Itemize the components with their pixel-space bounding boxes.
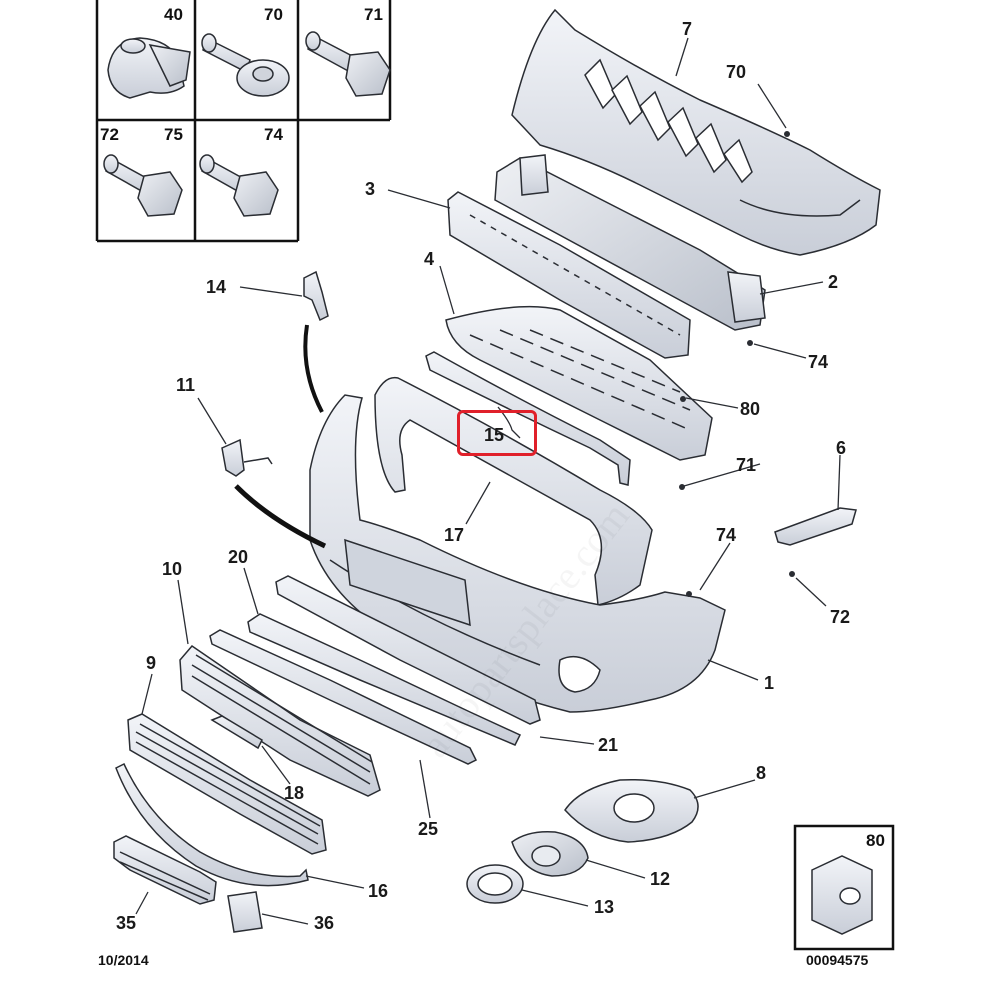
label-part-13: 13 (594, 897, 615, 917)
fastener-70 (201, 33, 290, 97)
label-part-6: 6 (836, 438, 847, 458)
part-2-bumper-beam (494, 154, 766, 331)
guide-curves (234, 324, 327, 549)
fastener-72-75 (103, 154, 183, 217)
label-part-7: 7 (682, 19, 693, 39)
label-part-72: 72 (830, 607, 851, 627)
part-9-grille-mesh (127, 713, 327, 855)
label-part-25: 25 (418, 819, 439, 839)
box-label-40: 40 (164, 5, 183, 24)
label-part-14: 14 (206, 277, 227, 297)
label-part-74-lower: 74 (716, 525, 737, 545)
label-part-8: 8 (756, 763, 767, 783)
label-part-1: 1 (764, 673, 775, 693)
footer-reference-number: 00094575 (806, 952, 869, 968)
part-21-strip (275, 575, 541, 725)
label-part-35: 35 (116, 913, 137, 933)
label-part-12: 12 (650, 869, 671, 889)
fastener-71 (305, 31, 391, 97)
part-15-trim-strip (425, 351, 631, 486)
label-part-21: 21 (598, 735, 619, 755)
part-36-plate (227, 891, 263, 933)
highlight-part-15 (457, 410, 537, 456)
part-1-bumper-cover (309, 394, 726, 713)
clip-80 (680, 396, 686, 402)
label-part-36: 36 (314, 913, 335, 933)
fastener-40 (107, 37, 191, 99)
screw-71-lower (679, 484, 685, 490)
label-part-9: 9 (146, 653, 157, 673)
part-12-fog-lamp (511, 830, 589, 877)
part-6-side-bracket (774, 507, 857, 546)
screw-74-right (747, 340, 753, 346)
box-label-71: 71 (364, 5, 383, 24)
footer-date: 10/2014 (98, 952, 149, 968)
part-11-bracket (221, 438, 273, 477)
screw-70 (784, 131, 790, 137)
label-part-2: 2 (828, 272, 839, 292)
label-part-3: 3 (365, 179, 376, 199)
label-part-10: 10 (162, 559, 183, 579)
part-25-strip (209, 629, 478, 765)
label-part-18: 18 (284, 783, 305, 803)
part-14-bracket (303, 270, 329, 322)
box-label-72: 72 (100, 125, 119, 144)
part-16-chrome-strip (115, 762, 309, 887)
leader-lines (135, 37, 841, 925)
box-label-74: 74 (264, 125, 283, 144)
part-13-ring (466, 864, 524, 904)
label-part-80: 80 (740, 399, 761, 419)
box-label-75: 75 (164, 125, 183, 144)
part-7-upper-grille-panel (511, 8, 881, 256)
label-part-71: 71 (736, 455, 757, 475)
label-part-15: 15 (484, 425, 505, 445)
part-4-undertray (445, 305, 713, 461)
part-18-trim (210, 715, 263, 750)
label-part-11: 11 (176, 375, 196, 395)
label-part-4: 4 (424, 249, 435, 269)
screw-74-lower (686, 591, 692, 597)
fastener-box-80 (793, 824, 895, 951)
part-8-fog-bezel (564, 778, 699, 843)
fastener-74 (199, 154, 279, 217)
box-label-80: 80 (866, 831, 885, 850)
label-part-70: 70 (726, 62, 747, 82)
box-label-70: 70 (264, 5, 283, 24)
label-part-17: 17 (444, 525, 465, 545)
part-35-small-grille (113, 835, 217, 905)
label-part-20: 20 (228, 547, 249, 567)
part-20-strip (247, 613, 522, 746)
label-part-74-right: 74 (808, 352, 829, 372)
screw-72 (789, 571, 795, 577)
label-part-16: 16 (368, 881, 389, 901)
part-10-lower-grille (179, 645, 381, 797)
fastener-box-grid (95, 0, 392, 243)
part-17-upper-frame (374, 376, 653, 606)
part-3-absorber (447, 191, 691, 359)
